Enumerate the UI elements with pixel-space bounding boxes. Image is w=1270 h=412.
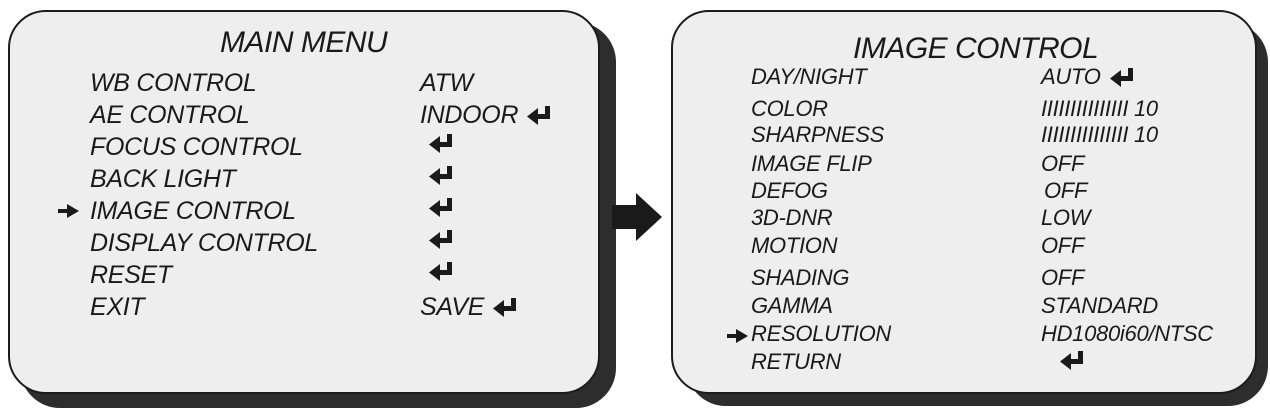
menu-item-value: INDOOR — [420, 100, 554, 130]
menu-row[interactable]: DISPLAY CONTROL — [10, 228, 598, 258]
menu-item-label: FOCUS CONTROL — [90, 133, 303, 161]
menu-item-value: LOW — [1041, 205, 1091, 231]
menu-row[interactable]: IMAGE FLIP OFF — [673, 151, 1255, 181]
menu-row[interactable]: RESET — [10, 260, 598, 290]
menu-item-label: 3D-DNR — [751, 205, 833, 230]
menu-item-label: RESET — [90, 261, 172, 289]
image-control-panel: IMAGE CONTROL DAY/NIGHT AUTO COLOR IIIIIIII… — [671, 10, 1257, 394]
menu-row[interactable]: IMAGE CONTROL — [10, 196, 598, 226]
menu-item-value: OFF — [1041, 151, 1084, 177]
menu-row[interactable]: RETURN — [673, 349, 1255, 379]
menu-row[interactable]: SHADING OFF — [673, 265, 1255, 295]
menu-row[interactable]: RESOLUTION HD1080i60/NTSC — [673, 321, 1255, 351]
menu-row[interactable]: BACK LIGHT — [10, 164, 598, 194]
menu-item-value-text: OFF — [1044, 178, 1088, 203]
menu-item-value-text: STANDARD — [1041, 293, 1158, 318]
enter-return-icon — [1060, 351, 1083, 370]
menu-item-label: MOTION — [751, 233, 838, 258]
menu-item-value-text: OFF — [1041, 151, 1085, 176]
menu-item-value — [420, 228, 456, 250]
menu-item-value: AUTO — [1041, 64, 1137, 90]
menu-item-value-text: SAVE — [420, 293, 485, 321]
menu-item-value: OFF — [1044, 178, 1087, 204]
menu-item-value: OFF — [1041, 233, 1084, 259]
menu-item-label: RETURN — [751, 349, 841, 374]
menu-item-value: ATW — [420, 68, 473, 98]
enter-return-icon — [493, 298, 517, 317]
menu-item-value-text: HD1080i60/NTSC — [1041, 321, 1213, 346]
menu-item-label: RESOLUTION — [751, 321, 892, 346]
menu-item-value-text: AUTO — [1041, 64, 1101, 89]
menu-item-value-text: ATW — [420, 69, 473, 97]
menu-item-value: SAVE — [420, 292, 520, 322]
menu-item-label: IMAGE FLIP — [751, 151, 872, 176]
menu-item-value — [420, 132, 456, 154]
menu-item-label: DAY/NIGHT — [751, 64, 867, 89]
menu-row[interactable]: DAY/NIGHT AUTO — [673, 64, 1255, 94]
menu-item-label: SHADING — [751, 265, 850, 290]
right-arrow-icon — [612, 193, 662, 241]
menu-item-value — [420, 260, 456, 282]
selection-arrow-icon — [727, 329, 748, 343]
menu-row[interactable]: DEFOG OFF — [673, 178, 1255, 208]
main-menu-title: MAIN MENU — [220, 26, 388, 59]
menu-row[interactable]: AE CONTROL INDOOR — [10, 100, 598, 130]
menu-item-label: IMAGE CONTROL — [90, 197, 296, 225]
menu-item-value-text: LOW — [1041, 205, 1091, 230]
menu-item-value-text: OFF — [1041, 265, 1085, 290]
enter-return-icon — [429, 230, 452, 249]
menu-item-value-text: INDOOR — [420, 101, 519, 129]
menu-row[interactable]: MOTION OFF — [673, 233, 1255, 263]
menu-row[interactable]: 3D-DNR LOW — [673, 205, 1255, 235]
menu-item-value-text: IIIIIIIIIIIIIII 10 — [1041, 96, 1158, 121]
menu-item-value: IIIIIIIIIIIIIII 10 — [1041, 96, 1158, 122]
enter-return-icon — [429, 262, 452, 281]
menu-item-value: OFF — [1041, 265, 1084, 291]
menu-item-value — [420, 196, 456, 218]
menu-item-label: DISPLAY CONTROL — [90, 229, 318, 257]
menu-row[interactable]: GAMMA STANDARD — [673, 293, 1255, 323]
enter-return-icon — [527, 106, 551, 125]
menu-item-label: BACK LIGHT — [90, 165, 236, 193]
menu-row[interactable]: FOCUS CONTROL — [10, 132, 598, 162]
image-control-title: IMAGE CONTROL — [853, 32, 1099, 65]
menu-item-label: WB CONTROL — [90, 69, 257, 97]
menu-item-value-text: IIIIIIIIIIIIIII 10 — [1041, 122, 1158, 147]
menu-item-label: AE CONTROL — [90, 101, 250, 129]
selection-arrow-icon — [58, 204, 79, 218]
menu-row[interactable]: WB CONTROL ATW — [10, 68, 598, 98]
enter-return-icon — [429, 198, 452, 217]
menu-item-value: IIIIIIIIIIIIIII 10 — [1041, 122, 1158, 148]
menu-item-label: DEFOG — [751, 178, 828, 203]
menu-item-value-text: OFF — [1041, 233, 1085, 258]
menu-item-label: GAMMA — [751, 293, 833, 318]
menu-item-value — [1051, 349, 1087, 371]
menu-item-label: EXIT — [90, 293, 145, 321]
enter-return-icon — [429, 166, 452, 185]
menu-row[interactable]: EXIT SAVE — [10, 292, 598, 322]
enter-return-icon — [1109, 68, 1133, 87]
enter-return-icon — [429, 134, 452, 153]
menu-item-value — [420, 164, 456, 186]
menu-item-label: SHARPNESS — [751, 122, 885, 147]
menu-row[interactable]: SHARPNESS IIIIIIIIIIIIIII 10 — [673, 122, 1255, 152]
menu-row[interactable]: COLOR IIIIIIIIIIIIIII 10 — [673, 96, 1255, 126]
main-menu-panel: MAIN MENU WB CONTROL ATW AE CONTROL INDOOR F… — [8, 10, 600, 394]
menu-item-label: COLOR — [751, 96, 828, 121]
menu-item-value: STANDARD — [1041, 293, 1158, 319]
menu-item-value: HD1080i60/NTSC — [1041, 321, 1213, 347]
